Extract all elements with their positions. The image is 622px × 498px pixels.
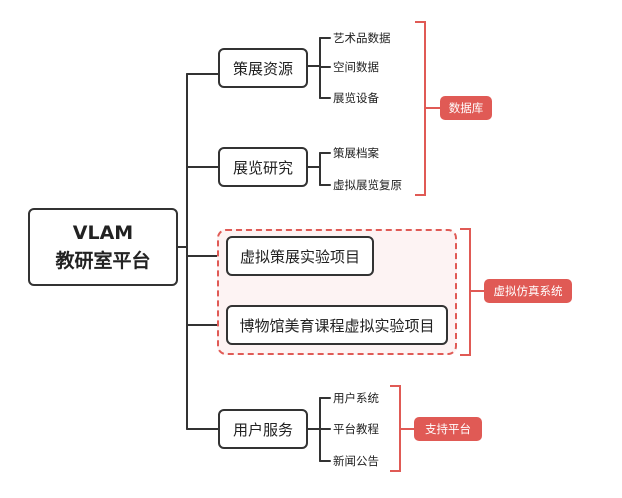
database-tag: 数据库 xyxy=(440,96,492,120)
leaf-artwork-data: 艺术品数据 xyxy=(333,31,391,45)
leaf-curation-archive: 策展档案 xyxy=(333,146,379,160)
virtual-sim-bracket xyxy=(460,228,471,356)
branch-node-2: 展览研究 xyxy=(218,147,308,187)
support-bracket xyxy=(390,385,401,472)
leaf-news-announcement: 新闻公告 xyxy=(333,454,379,468)
root-subtitle: 教研室平台 xyxy=(55,250,151,272)
root-title: VLAM xyxy=(72,222,134,244)
root-node: VLAM 教研室平台 xyxy=(28,208,178,286)
leaf-platform-tutorial: 平台教程 xyxy=(333,422,379,436)
leaf-virtual-exhibition-restoration: 虚拟展览复原 xyxy=(333,178,402,192)
branch-node-1: 策展资源 xyxy=(218,48,308,88)
branch-node-5: 用户服务 xyxy=(218,409,308,449)
support-platform-tag: 支持平台 xyxy=(414,417,482,441)
branch-node-4: 博物馆美育课程虚拟实验项目 xyxy=(226,305,448,345)
leaf-exhibition-equipment: 展览设备 xyxy=(333,91,379,105)
virtual-sim-tag: 虚拟仿真系统 xyxy=(484,279,572,303)
database-bracket xyxy=(415,21,426,196)
leaf-user-system: 用户系统 xyxy=(333,391,379,405)
leaf-space-data: 空间数据 xyxy=(333,60,379,74)
branch-node-3: 虚拟策展实验项目 xyxy=(226,236,374,276)
